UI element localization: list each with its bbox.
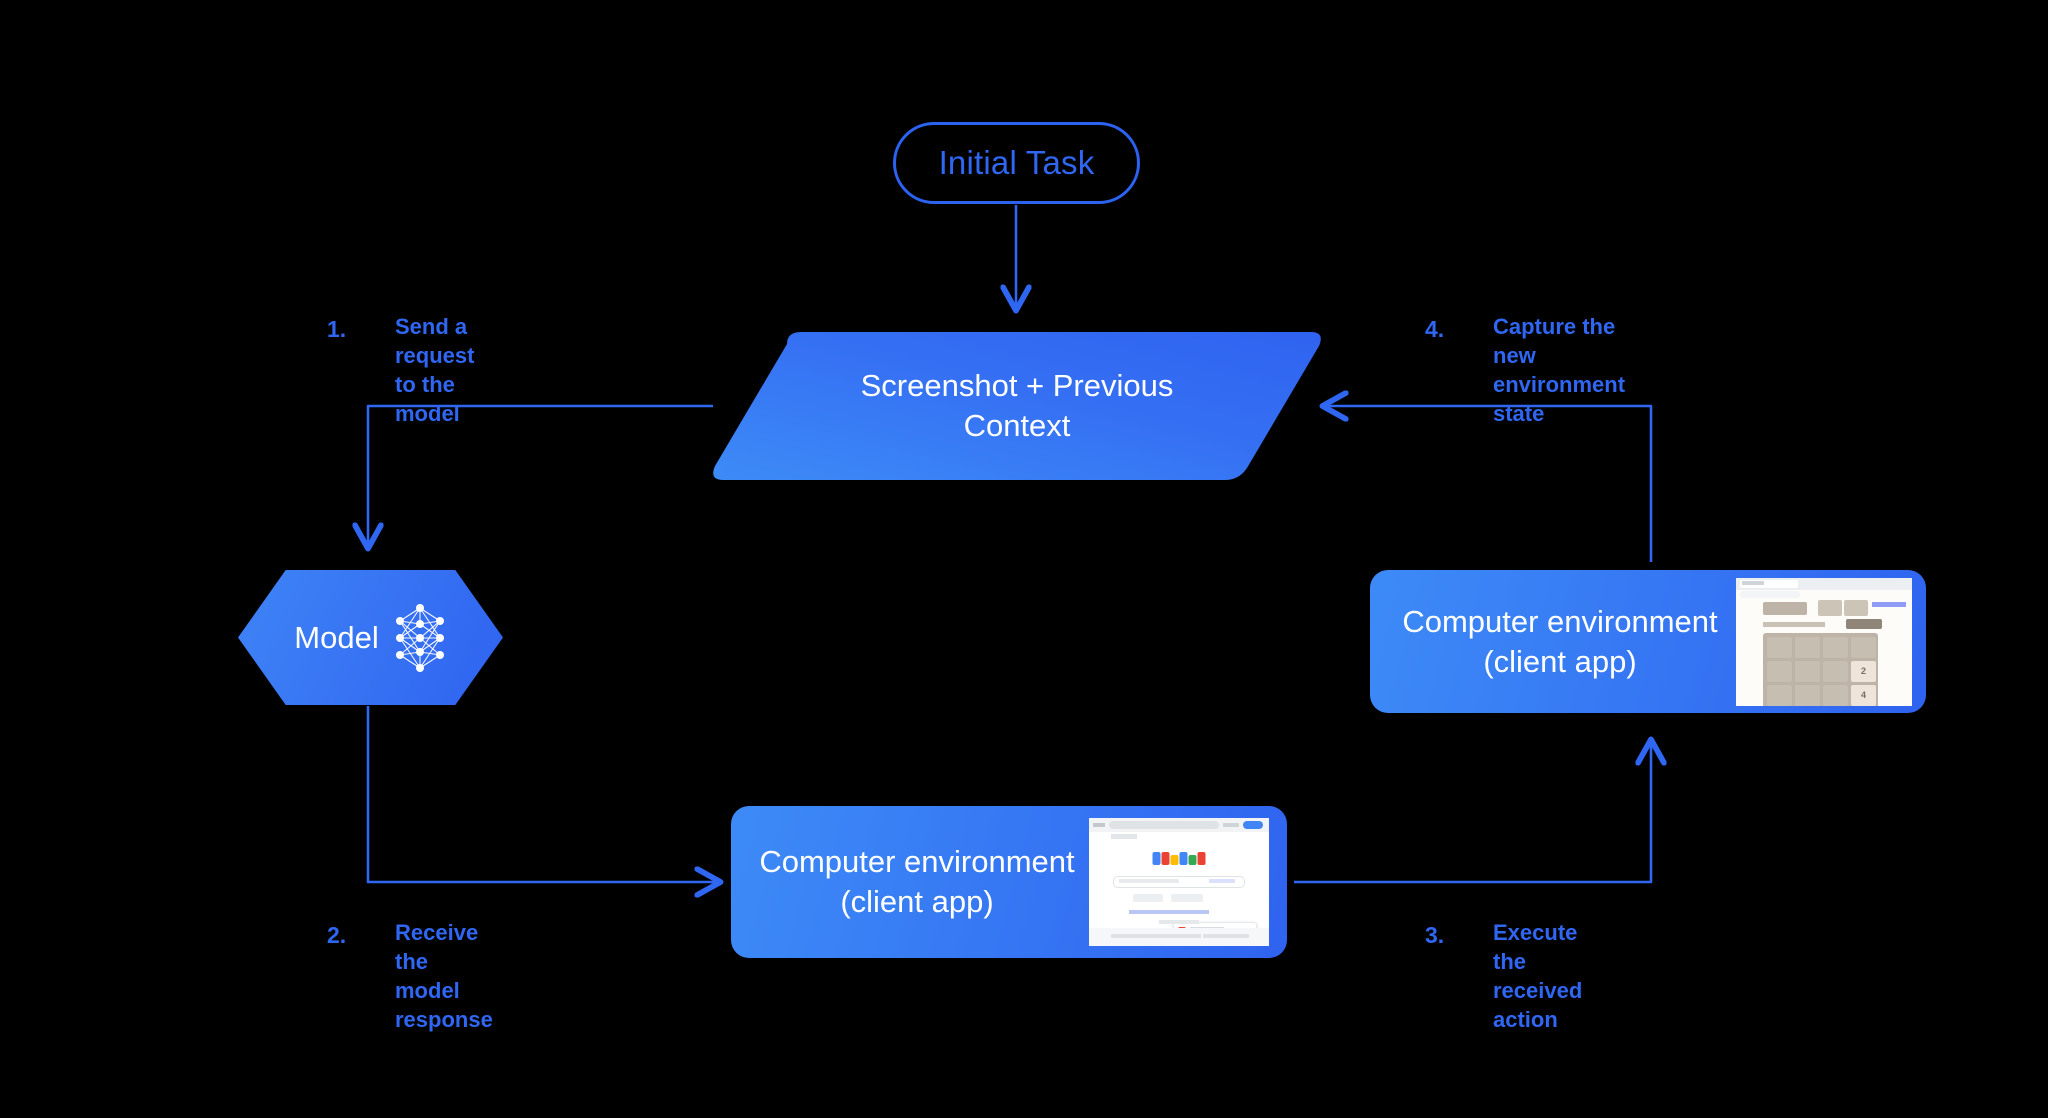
step-3-line-2: received action: [1493, 978, 1583, 1032]
step-1-number: 1.: [327, 316, 347, 342]
thumbnail-2048-game: 2 4 4 8: [1736, 577, 1912, 706]
environment-bottom-line-1: Computer environment: [759, 844, 1075, 879]
step-2-line-1: Receive the: [395, 920, 479, 974]
google-logo: [1152, 852, 1206, 865]
environment-bottom-label: Computer environment (client app): [731, 842, 1089, 922]
step-1-line-1: Send a request: [395, 314, 475, 368]
initial-task-label: Initial Task: [938, 144, 1095, 181]
thumb-2048-board: 2 4 4 8: [1763, 632, 1878, 706]
node-environment-bottom[interactable]: Computer environment (client app): [731, 806, 1287, 958]
edge-environment-to-environment: [1294, 742, 1651, 884]
tile-4a: 4: [1851, 684, 1876, 706]
step-1-line-2: to the model: [395, 372, 460, 426]
step-4-number: 4.: [1425, 316, 1445, 342]
step-3-line-1: Execute the: [1493, 920, 1578, 974]
step-2-line-2: model response: [395, 978, 493, 1032]
node-model[interactable]: Model: [238, 570, 503, 705]
edge-model-to-environment: [366, 706, 718, 882]
thumb-2048-title: [1763, 601, 1807, 615]
model-label: Model: [294, 619, 379, 655]
edge-context-to-model: [368, 404, 713, 546]
parallelogram-shape: [713, 332, 1321, 480]
node-initial-task[interactable]: Initial Task: [893, 122, 1140, 204]
environment-right-line-1: Computer environment: [1402, 603, 1718, 639]
node-environment-right[interactable]: Computer environment (client app) 2: [1370, 570, 1926, 713]
step-3-number: 3.: [1425, 922, 1445, 948]
environment-right-line-2: (client app): [1483, 643, 1637, 679]
thumbnail-google-search: [1089, 818, 1269, 946]
step-4-line-1: Capture the new: [1493, 314, 1616, 368]
tile-2: 2: [1851, 660, 1876, 682]
environment-bottom-line-2: (client app): [840, 884, 994, 919]
step-2-number: 2.: [327, 922, 347, 948]
hexagon-shape: [238, 570, 503, 705]
edge-environment-to-context: [1325, 406, 1653, 562]
environment-right-label: Computer environment (client app): [1370, 602, 1736, 682]
neural-network-icon: [395, 603, 444, 672]
step-4-line-2: environment state: [1493, 372, 1626, 426]
node-screenshot-context[interactable]: Screenshot + Previous Context: [707, 330, 1327, 482]
